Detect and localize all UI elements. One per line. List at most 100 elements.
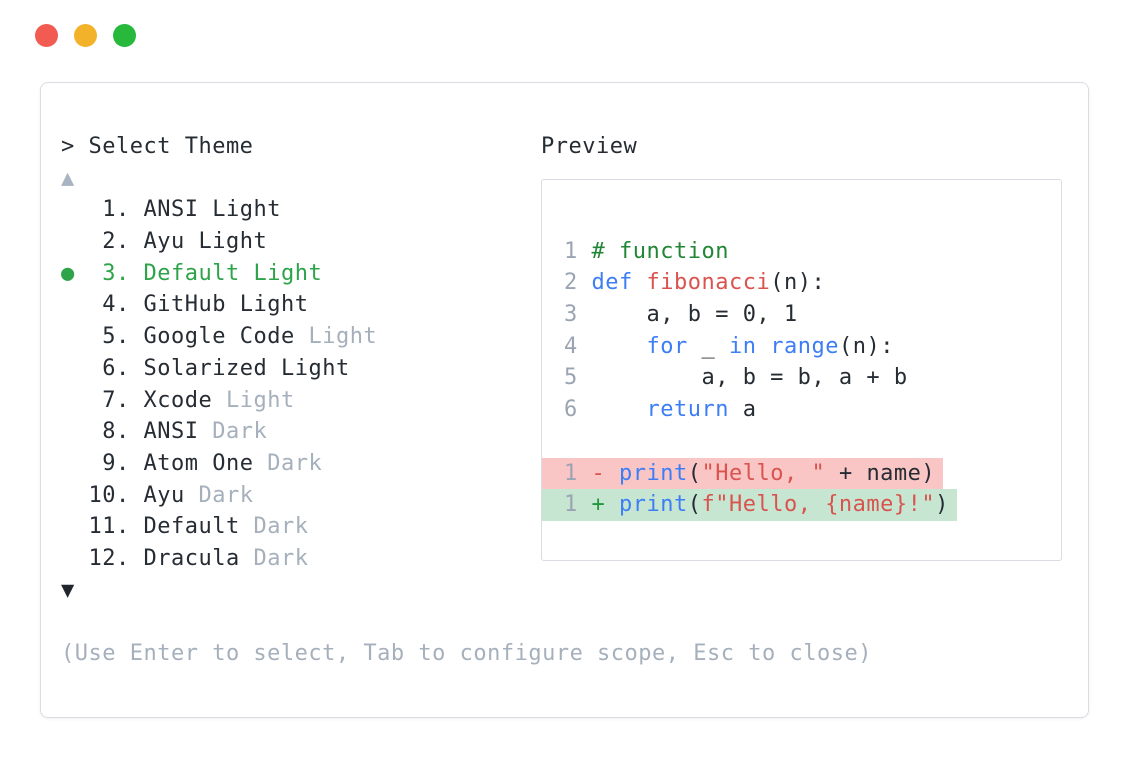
pad bbox=[61, 356, 102, 381]
code-token: # function bbox=[591, 238, 729, 264]
pad bbox=[295, 324, 309, 349]
theme-item-8[interactable]: 8. ANSI Dark bbox=[61, 416, 541, 448]
theme-number: 6. bbox=[102, 355, 144, 381]
pad bbox=[185, 229, 199, 254]
pad bbox=[212, 388, 226, 413]
theme-variant: Light bbox=[280, 355, 350, 381]
close-window-icon[interactable] bbox=[35, 24, 58, 47]
code-line: 1 # function bbox=[542, 236, 737, 268]
scroll-up-icon[interactable]: ▲ bbox=[61, 165, 75, 191]
pad bbox=[61, 229, 102, 254]
preview-title: Preview bbox=[541, 134, 638, 159]
theme-number: 4. bbox=[102, 292, 144, 318]
code-token bbox=[578, 461, 592, 486]
theme-item-9[interactable]: 9. Atom One Dark bbox=[61, 448, 541, 480]
theme-number: 8. bbox=[102, 419, 144, 445]
theme-item-1[interactable]: 1. ANSI Light bbox=[61, 194, 541, 226]
code-line bbox=[542, 426, 586, 458]
code-token: 2 bbox=[564, 270, 578, 296]
code-line: 5 a, b = b, a + b bbox=[542, 362, 916, 394]
code-token bbox=[578, 239, 592, 264]
theme-name: ANSI bbox=[143, 419, 199, 445]
pad bbox=[267, 356, 281, 381]
code-token bbox=[578, 397, 647, 422]
pad bbox=[61, 514, 89, 539]
code-token: f"Hello, {name}!" bbox=[701, 492, 936, 518]
theme-item-4[interactable]: 4. GitHub Light bbox=[61, 289, 541, 321]
code-token: 6 bbox=[564, 397, 578, 423]
scroll-down-icon[interactable]: ▼ bbox=[61, 577, 75, 603]
theme-item-2[interactable]: 2. Ayu Light bbox=[61, 226, 541, 258]
code-token: print bbox=[619, 460, 688, 486]
pad bbox=[198, 197, 212, 222]
pad bbox=[240, 261, 254, 286]
theme-item-7[interactable]: 7. Xcode Light bbox=[61, 385, 541, 417]
pad bbox=[61, 324, 102, 349]
code-line: 2 def fibonacci(n): bbox=[542, 267, 833, 299]
theme-number: 2. bbox=[102, 229, 144, 255]
pad bbox=[61, 292, 102, 317]
theme-variant: Dark bbox=[212, 419, 268, 445]
theme-variant: Dark bbox=[267, 450, 323, 476]
code-token: a bbox=[728, 397, 757, 423]
pad bbox=[240, 546, 254, 571]
code-token: range bbox=[770, 333, 839, 359]
pad bbox=[226, 292, 240, 317]
code-token: ( bbox=[687, 460, 702, 486]
theme-name: Atom One bbox=[143, 450, 254, 476]
theme-name: Ayu bbox=[143, 482, 185, 508]
code-token bbox=[578, 492, 592, 517]
theme-name: Solarized bbox=[143, 355, 268, 381]
code-token: (n): bbox=[838, 333, 894, 359]
header-row: > Select Theme Preview bbox=[61, 131, 1068, 163]
diff-removed-line: 1 - print("Hello, " + name) bbox=[542, 457, 944, 490]
code-token: + name) bbox=[825, 460, 936, 486]
theme-name: Default bbox=[143, 514, 240, 540]
pad bbox=[61, 546, 89, 571]
theme-variant: Dark bbox=[253, 514, 309, 540]
help-text: (Use Enter to select, Tab to configure s… bbox=[61, 641, 872, 666]
theme-name: Default bbox=[143, 260, 240, 286]
theme-variant: Light bbox=[308, 324, 378, 350]
code-token: 1 bbox=[564, 460, 578, 486]
window-controls bbox=[35, 24, 136, 47]
pad bbox=[61, 388, 102, 413]
code-token: ) bbox=[935, 492, 949, 518]
selected-bullet-icon: ● bbox=[61, 260, 75, 286]
theme-name: Google Code bbox=[143, 324, 295, 350]
theme-number: 9. bbox=[102, 450, 144, 476]
code-token: _ bbox=[687, 333, 729, 359]
theme-items: 1. ANSI Light 2. Ayu Light● 3. Default L… bbox=[61, 194, 541, 574]
minimize-window-icon[interactable] bbox=[74, 24, 97, 47]
theme-variant: Light bbox=[239, 292, 309, 318]
pad bbox=[75, 261, 103, 286]
code-token bbox=[578, 334, 647, 359]
pad bbox=[61, 483, 89, 508]
theme-item-6[interactable]: 6. Solarized Light bbox=[61, 353, 541, 385]
code-token bbox=[578, 270, 592, 295]
code-token: 3 bbox=[564, 302, 578, 328]
code-token bbox=[633, 270, 647, 295]
zoom-window-icon[interactable] bbox=[113, 24, 136, 47]
code-token: return bbox=[646, 397, 729, 423]
theme-item-12[interactable]: 12. Dracula Dark bbox=[61, 543, 541, 575]
theme-item-11[interactable]: 11. Default Dark bbox=[61, 511, 541, 543]
theme-number: 10. bbox=[88, 482, 144, 508]
code-token: - bbox=[591, 460, 606, 486]
theme-item-5[interactable]: 5. Google Code Light bbox=[61, 321, 541, 353]
pad bbox=[185, 483, 199, 508]
theme-number: 12. bbox=[88, 545, 144, 571]
theme-number: 7. bbox=[102, 387, 144, 413]
code-token: (n): bbox=[770, 270, 826, 296]
theme-item-10[interactable]: 10. Ayu Dark bbox=[61, 480, 541, 512]
code-token: 1 bbox=[564, 492, 578, 518]
theme-number: 11. bbox=[88, 514, 144, 540]
theme-variant: Light bbox=[198, 229, 268, 255]
theme-variant: Dark bbox=[198, 482, 254, 508]
code-line: 3 a, b = 0, 1 bbox=[542, 299, 806, 331]
theme-item-3[interactable]: ● 3. Default Light bbox=[61, 258, 541, 290]
body-row: ▲ 1. ANSI Light 2. Ayu Light● 3. Default… bbox=[61, 163, 1068, 607]
